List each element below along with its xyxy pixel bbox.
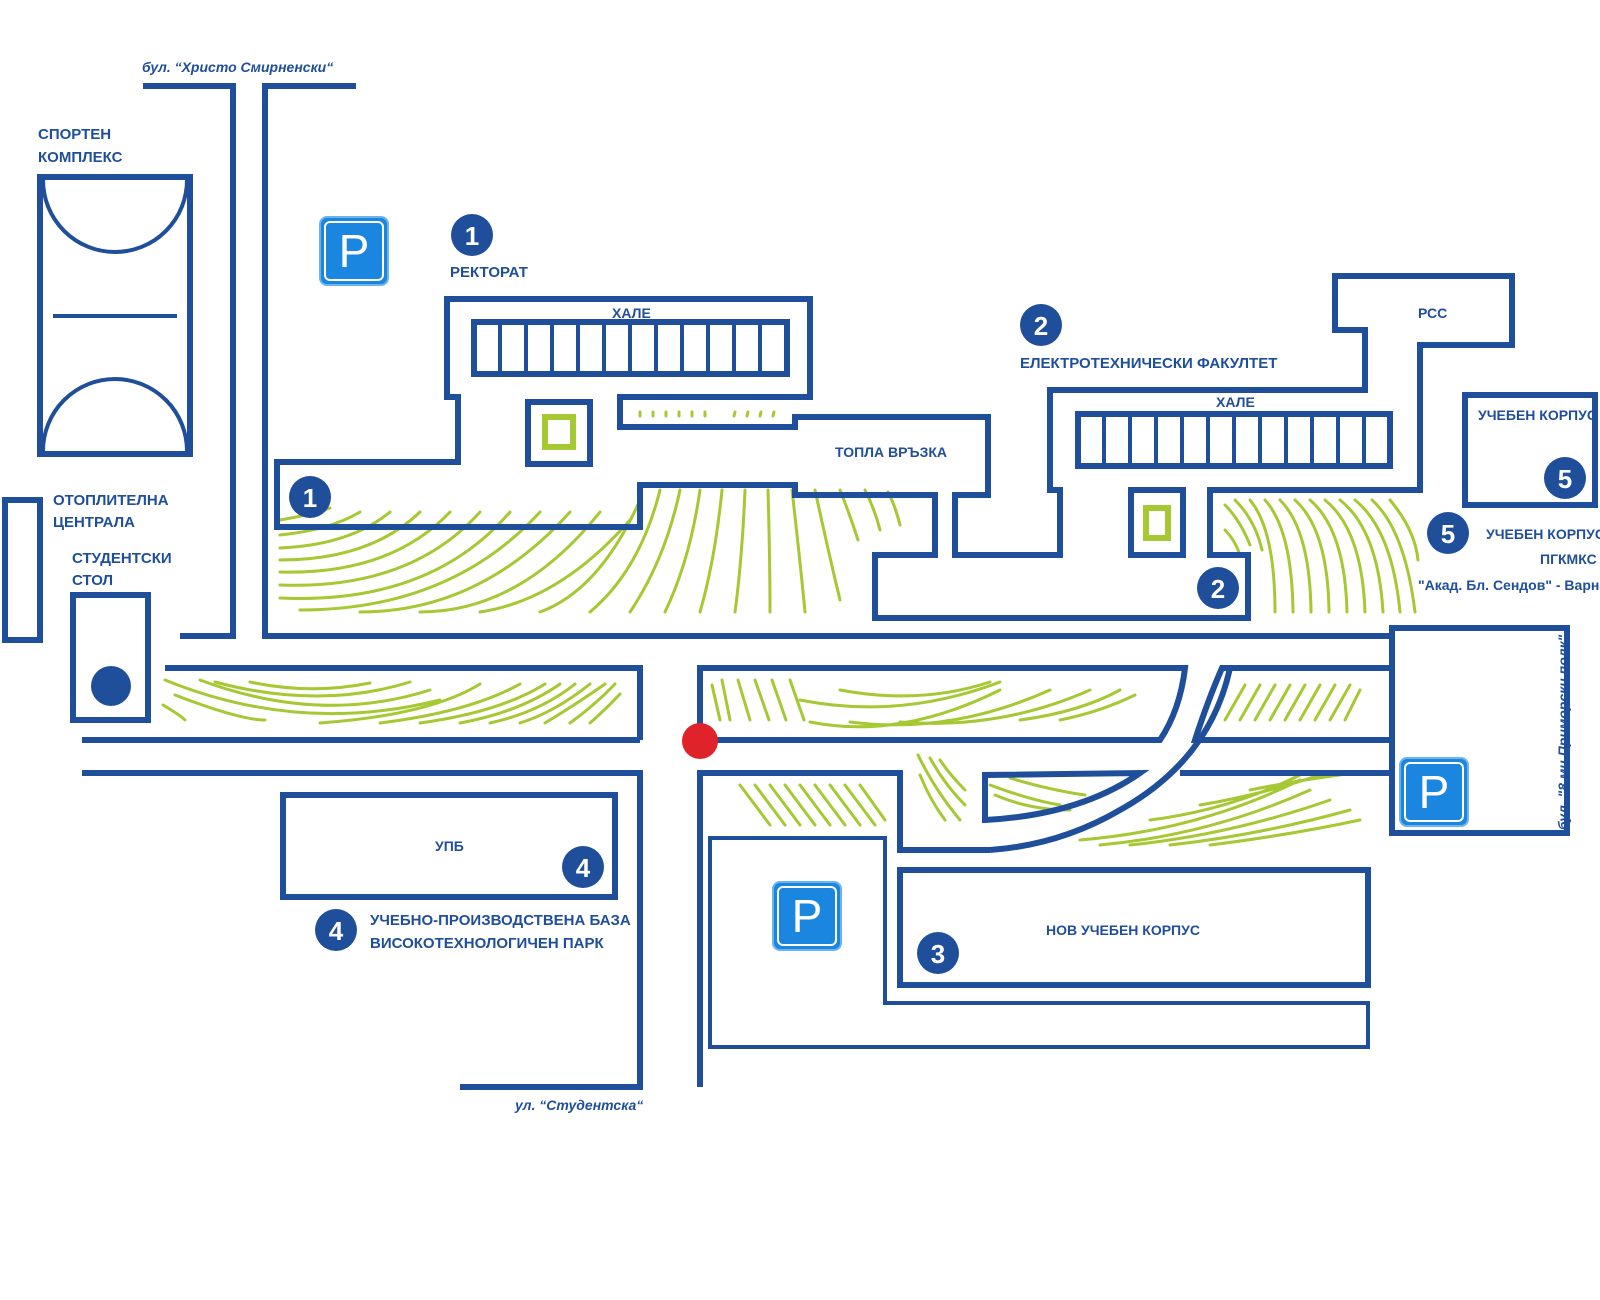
svg-text:P: P [1419,766,1450,818]
greenery-strip-east [1223,683,1362,722]
parking-icon: P [1399,757,1469,827]
parking-lot-east[interactable] [1389,625,1570,836]
svg-text:1: 1 [303,483,317,513]
parking-lot-south[interactable] [708,836,1370,1049]
legend-1-label: РЕКТОРАТ [450,264,528,281]
hall-1-label: ХАЛЕ [612,305,651,321]
greenery-strip-central [710,678,1137,729]
sports-label-2: КОМПЛЕКС [38,149,123,166]
badge-3-building[interactable]: 3 [917,932,959,974]
svg-text:4: 4 [576,853,591,883]
svg-text:1: 1 [465,221,479,251]
legend-2-label: ЕЛЕКТРОТЕХНИЧЕСКИ ФАКУЛТЕТ [1020,355,1277,372]
legend-5-label-1: УЧЕБЕН КОРПУС [1486,526,1600,542]
parking-icon: P [772,881,842,951]
greenery-south [738,753,1362,847]
legend-5-label-2: ПГКМКС [1540,551,1597,567]
greenery-small-dashes [638,410,776,418]
svg-text:5: 5 [1558,464,1572,494]
svg-text:P: P [339,225,370,277]
triangle-island [982,769,1150,824]
badge-2-legend[interactable]: 2 [1020,304,1062,346]
svg-text:2: 2 [1211,574,1225,604]
greenery-faculty [1223,498,1420,614]
badge-2-building[interactable]: 2 [1197,567,1239,609]
strip-central [697,665,1189,743]
legend-4-label-1: УЧЕБНО-ПРОИЗВОДСТВЕНА БАЗА [370,912,631,929]
upb-label: УПБ [435,838,464,854]
you-are-here-marker[interactable] [682,723,718,759]
heating-label-1: ОТОПЛИТЕЛНА [53,492,169,509]
svg-text:3: 3 [931,939,945,969]
rss-label: РСС [1418,305,1447,321]
faculty-hall[interactable] [1075,411,1393,558]
greenery-rectorate [278,488,902,614]
badge-5-legend[interactable]: 5 [1427,512,1469,554]
svg-text:4: 4 [329,916,344,946]
street-label-north: бул. “Христо Смирненски“ [142,59,333,75]
legend-5-label-3: "Акад. Бл. Сендов" - Варна [1418,577,1600,593]
heating-label-2: ЦЕНТРАЛА [53,514,135,531]
sports-label-1: СПОРТЕН [38,126,111,143]
badge-5-building[interactable]: 5 [1544,457,1586,499]
canteen-label-2: СТОЛ [72,572,113,589]
canteen-label-1: СТУДЕНТСКИ [72,550,172,567]
upb-building[interactable] [280,792,618,900]
svg-text:P: P [792,890,823,942]
student-canteen[interactable] [70,592,151,723]
new-building[interactable] [897,867,1371,988]
parking-icon: P [319,216,389,286]
road-lines [82,83,1390,1090]
svg-text:2: 2 [1034,311,1048,341]
strip-west [165,665,643,740]
badge-1-legend[interactable]: 1 [451,214,493,256]
heating-station[interactable] [2,497,43,643]
street-label-east: бул. "8 ми Приморски полк" [1555,634,1571,830]
greenery-strip-west [161,678,622,725]
street-label-south: ул. “Студентска“ [514,1097,643,1113]
badge-4-legend[interactable]: 4 [315,909,357,951]
building-5[interactable] [1462,392,1598,508]
sports-complex[interactable] [37,174,193,457]
warm-link-label: ТОПЛА ВРЪЗКА [835,444,947,460]
building-5-inner-label: УЧЕБЕН КОРПУС [1478,407,1597,423]
hall-2-label: ХАЛЕ [1216,394,1255,410]
strip-east [1190,665,1390,743]
badge-1-building[interactable]: 1 [289,476,331,518]
rectorate-building[interactable] [274,273,1515,621]
badge-4-building[interactable]: 4 [562,846,604,888]
curved-road [989,667,1233,853]
new-building-label: НОВ УЧЕБЕН КОРПУС [1046,922,1200,938]
legend-4-label-2: ВИСОКОТЕХНОЛОГИЧЕН ПАРК [370,935,605,952]
svg-text:5: 5 [1441,519,1455,549]
